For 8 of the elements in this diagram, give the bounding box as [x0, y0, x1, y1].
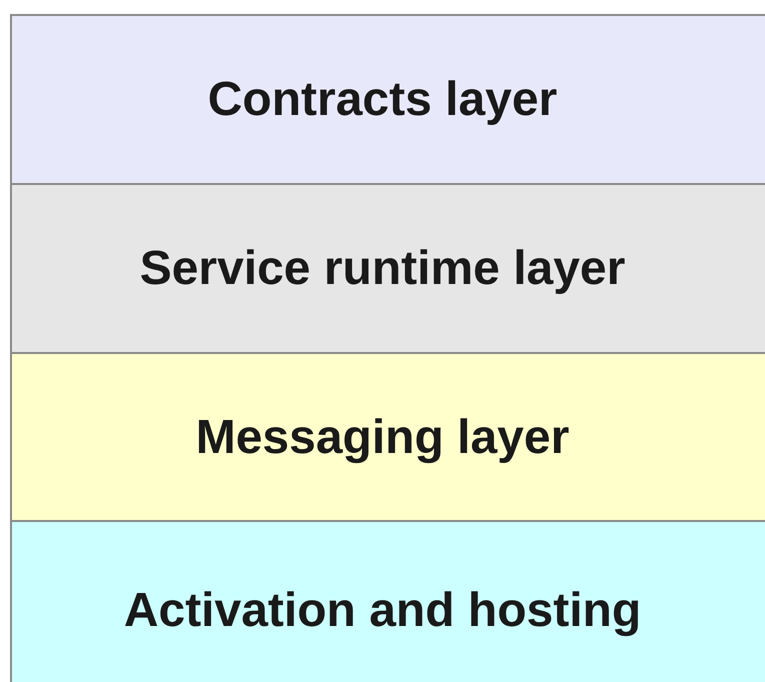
- layer-band: [10, 183, 765, 354]
- layer-band: [10, 520, 765, 682]
- layer-label: Activation and hosting: [124, 582, 642, 638]
- layer-band: [10, 352, 765, 522]
- layer-band: [10, 14, 765, 185]
- layer-label: Service runtime layer: [140, 241, 626, 296]
- layer-label: Contracts layer: [208, 72, 558, 127]
- layer-label: Messaging layer: [196, 410, 570, 464]
